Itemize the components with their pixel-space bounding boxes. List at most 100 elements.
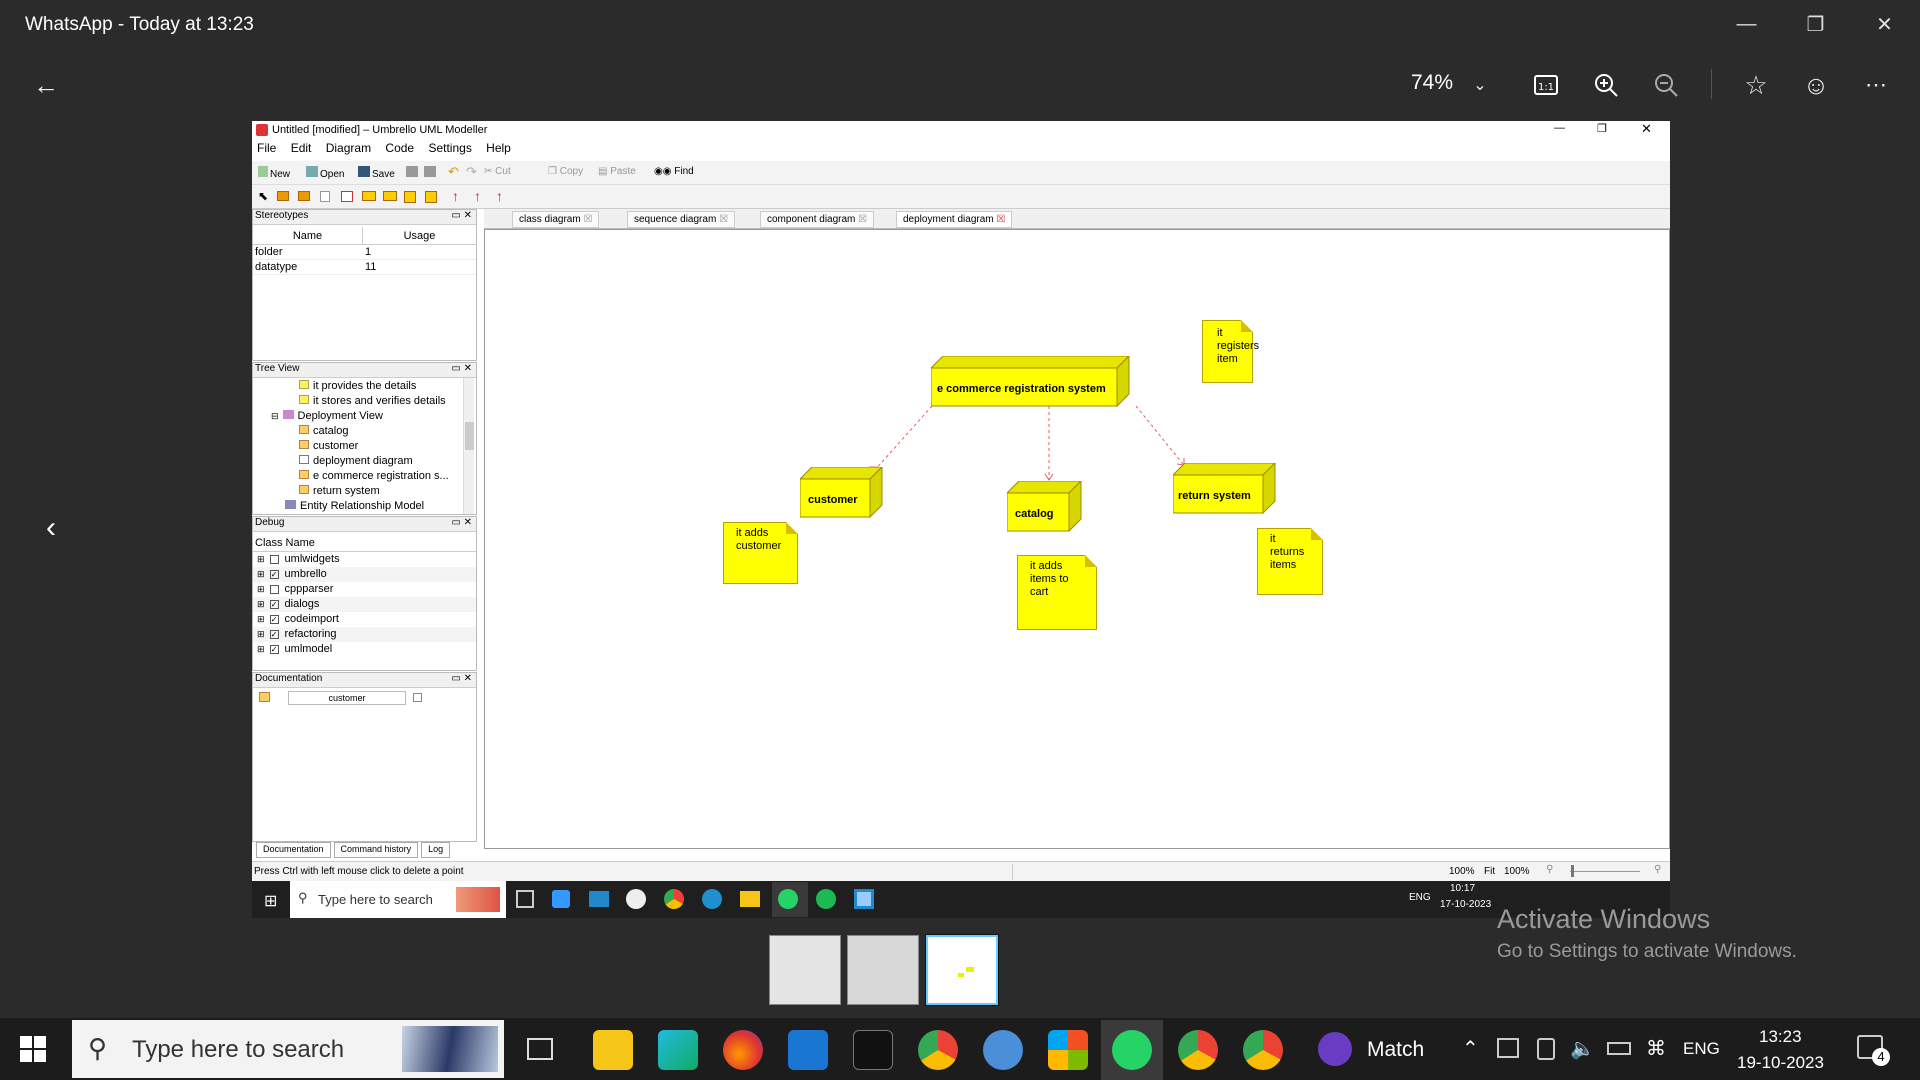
redo-icon[interactable]: ↷ xyxy=(466,164,477,179)
expand-icon[interactable]: ⊞ xyxy=(257,629,265,639)
dependency-tool-icon[interactable]: ↑ xyxy=(474,188,481,204)
menu-help[interactable]: Help xyxy=(486,141,511,155)
note-adds-items[interactable]: it adds items to cart xyxy=(1017,555,1097,630)
text-tool-icon[interactable] xyxy=(362,191,376,201)
menu-file[interactable]: File xyxy=(257,141,277,155)
zoom-percent-right[interactable]: 100% xyxy=(1504,866,1530,877)
node-ecommerce[interactable] xyxy=(931,356,1131,410)
cut-button[interactable]: ✂ Cut xyxy=(484,166,511,177)
firefox-icon[interactable] xyxy=(723,1030,763,1070)
menu-edit[interactable]: Edit xyxy=(290,141,312,155)
panel-close-icon[interactable]: ▭ ✕ xyxy=(451,673,472,684)
interface-tool-icon[interactable] xyxy=(425,191,437,203)
debug-checkbox[interactable]: ✓ xyxy=(269,629,279,639)
tab-component-diagram[interactable]: component diagram ☒ xyxy=(760,211,875,228)
whatsapp-icon[interactable] xyxy=(1112,1030,1152,1070)
menu-diagram[interactable]: Diagram xyxy=(325,141,372,155)
meet-now-icon[interactable] xyxy=(1537,1038,1555,1060)
tab-close-icon[interactable]: ☒ xyxy=(583,214,593,225)
battery-icon[interactable] xyxy=(1607,1042,1631,1055)
box-tool-icon[interactable] xyxy=(341,191,353,202)
edge-icon[interactable] xyxy=(658,1030,698,1070)
find-button[interactable]: ◉◉ Find xyxy=(654,166,694,177)
store-icon[interactable] xyxy=(1048,1030,1088,1070)
port-tool-icon[interactable] xyxy=(404,191,416,203)
chevron-up-icon[interactable]: ⌃ xyxy=(1462,1038,1479,1060)
print-icon[interactable] xyxy=(406,166,418,177)
umbrello-close-button[interactable]: ✕ xyxy=(1641,121,1652,136)
debug-item[interactable]: ⊞✓umbrello xyxy=(253,567,476,582)
scrollbar-thumb[interactable] xyxy=(465,422,474,450)
col-usage[interactable]: Usage xyxy=(403,230,436,242)
windows-start-icon[interactable] xyxy=(20,1036,46,1067)
tab-documentation[interactable]: Documentation xyxy=(256,842,331,858)
debug-item[interactable]: ⊞✓umlmodel xyxy=(253,642,476,657)
expand-icon[interactable]: ⊞ xyxy=(257,584,265,594)
select-arrow-icon[interactable]: ⬉ xyxy=(258,189,269,203)
panel-close-icon[interactable]: ▭ ✕ xyxy=(451,363,472,374)
tray-app-icon[interactable] xyxy=(1497,1038,1519,1058)
tree-item[interactable]: return system xyxy=(253,484,476,499)
mysql-icon[interactable] xyxy=(853,1030,893,1070)
tree-item[interactable]: catalog xyxy=(253,424,476,439)
note-registers[interactable]: it registers item xyxy=(1202,320,1259,383)
debug-column[interactable]: Class Name xyxy=(253,534,476,552)
node-tool-icon[interactable] xyxy=(277,191,289,201)
emoji-icon[interactable]: ☺ xyxy=(1802,69,1830,100)
expand-icon[interactable]: ⊞ xyxy=(257,599,265,609)
diagram-canvas[interactable]: e commerce registration system customer … xyxy=(484,229,1670,849)
close-button[interactable]: ✕ xyxy=(1876,14,1893,36)
debug-checkbox[interactable]: ✓ xyxy=(269,569,279,579)
expand-icon[interactable]: ⊞ xyxy=(257,644,265,654)
note-adds-customer[interactable]: it adds customer xyxy=(723,522,798,584)
back-arrow-icon[interactable]: ← xyxy=(33,69,59,100)
actual-size-icon[interactable]: 1:1 xyxy=(1528,67,1564,103)
tab-command-history[interactable]: Command history xyxy=(333,842,419,858)
thumbnail-1[interactable] xyxy=(769,935,841,1005)
artifact-tool-icon[interactable] xyxy=(383,191,397,201)
open-button[interactable]: Open xyxy=(306,166,344,180)
task-view-icon[interactable] xyxy=(527,1038,553,1060)
tree-scrollbar[interactable] xyxy=(463,378,474,514)
more-icon[interactable]: ⋯ xyxy=(1865,72,1887,97)
dependency-line-return[interactable] xyxy=(1135,405,1184,465)
tab-deployment-diagram[interactable]: deployment diagram ☒ xyxy=(896,211,1013,228)
chrome-icon[interactable] xyxy=(918,1030,958,1070)
debug-checkbox[interactable] xyxy=(269,554,279,564)
expand-icon[interactable]: ⊞ xyxy=(257,569,265,579)
taskbar-search-box[interactable]: ⚲ Type here to search xyxy=(72,1020,504,1078)
debug-item[interactable]: ⊞cppparser xyxy=(253,582,476,597)
star-icon[interactable]: ☆ xyxy=(1744,69,1768,100)
documentation-field[interactable]: customer xyxy=(288,691,406,705)
menu-code[interactable]: Code xyxy=(385,141,415,155)
match-label[interactable]: Match xyxy=(1367,1038,1425,1061)
mail-icon[interactable] xyxy=(788,1030,828,1070)
previous-image-icon[interactable]: ‹ xyxy=(46,511,56,544)
debug-item[interactable]: ⊞✓refactoring xyxy=(253,627,476,642)
debug-item[interactable]: ⊞✓codeimport xyxy=(253,612,476,627)
debug-item[interactable]: ⊞✓dialogs xyxy=(253,597,476,612)
generalization-tool-icon[interactable]: ↑ xyxy=(496,188,503,204)
thumbnail-3-selected[interactable] xyxy=(925,934,999,1006)
tab-close-icon[interactable]: ☒ xyxy=(858,214,868,225)
tree-item[interactable]: it stores and verifies details xyxy=(253,394,476,409)
zoom-slider[interactable] xyxy=(1570,871,1640,872)
node-customer[interactable] xyxy=(800,467,884,519)
minimize-button[interactable]: — xyxy=(1736,13,1757,35)
menu-settings[interactable]: Settings xyxy=(428,141,472,155)
note-tool-icon[interactable] xyxy=(320,191,330,202)
calculator-icon[interactable] xyxy=(983,1030,1023,1070)
new-button[interactable]: New xyxy=(258,166,290,180)
fit-button[interactable]: Fit xyxy=(1484,866,1496,877)
debug-checkbox[interactable]: ✓ xyxy=(269,599,279,609)
debug-checkbox[interactable] xyxy=(269,584,279,594)
panel-close-icon[interactable]: ▭ ✕ xyxy=(451,517,472,528)
chevron-down-icon[interactable]: ⌄ xyxy=(1473,77,1487,94)
debug-item[interactable]: ⊞umlwidgets xyxy=(253,552,476,567)
paste-button[interactable]: ▤ Paste xyxy=(598,166,636,177)
zoom-percent-left[interactable]: 100% xyxy=(1449,866,1475,877)
wifi-icon[interactable]: ⌘ xyxy=(1646,1038,1666,1060)
tree-item[interactable]: customer xyxy=(253,439,476,454)
